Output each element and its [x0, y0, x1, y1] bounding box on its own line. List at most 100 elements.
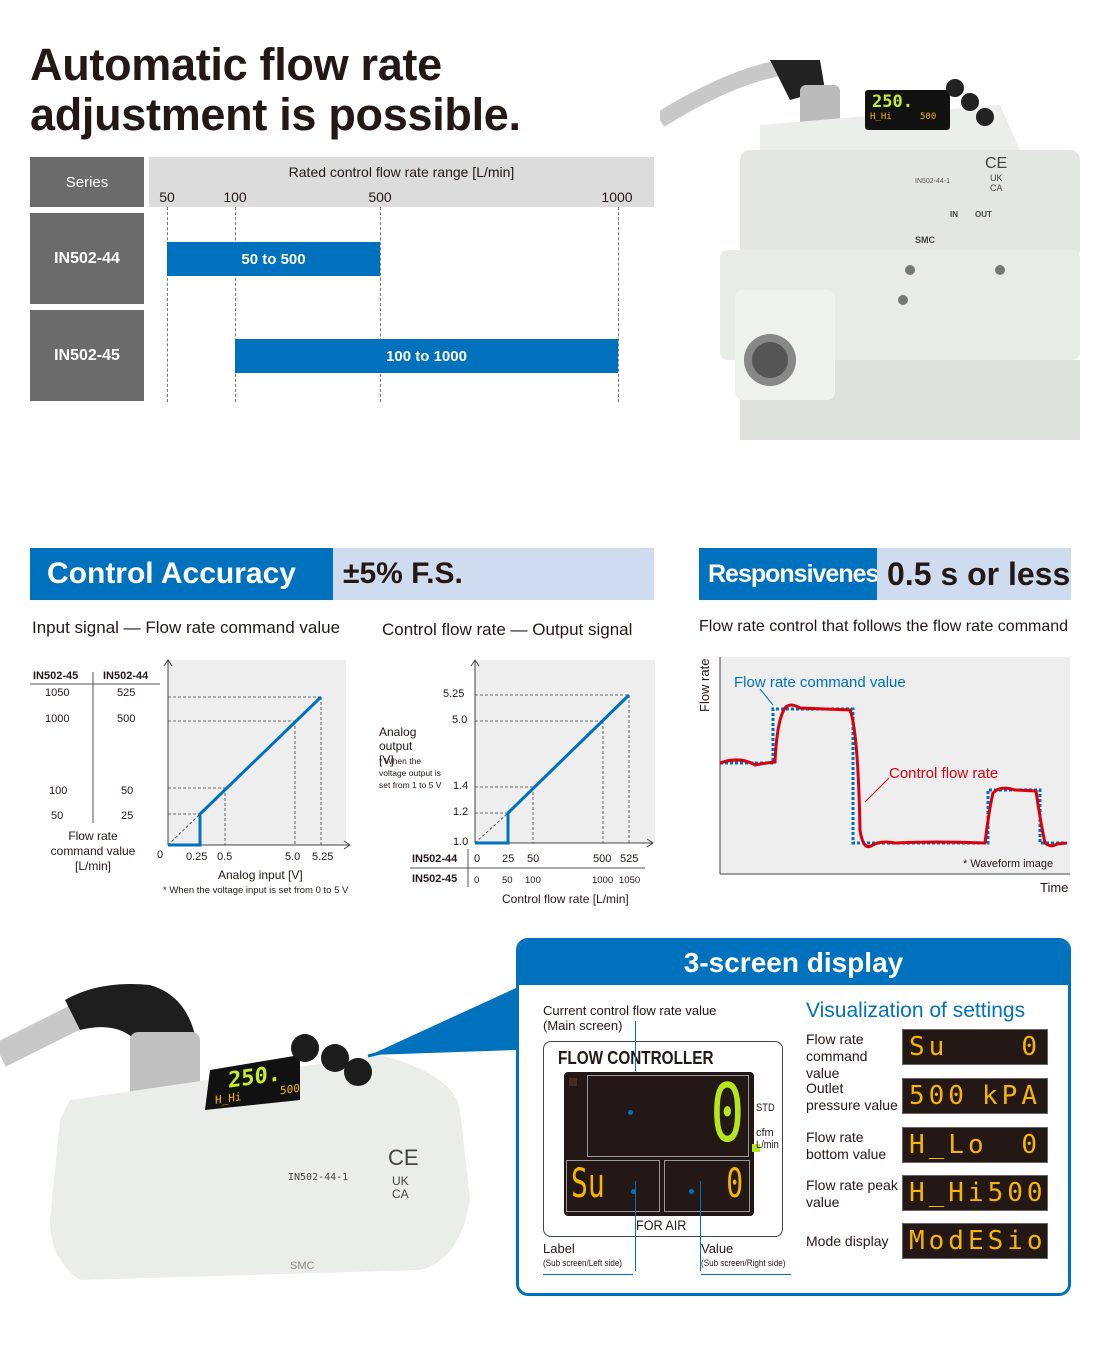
range-bar-in502-44: 50 to 500 — [167, 242, 380, 276]
x-tick: 0.5 — [217, 851, 233, 863]
y-tick: 1.0 — [453, 836, 469, 848]
x-val: 25 — [502, 853, 515, 865]
range-header: Rated control flow rate range [L/min] 50… — [149, 157, 654, 207]
value-underline — [701, 1274, 791, 1275]
series-header: Series — [30, 157, 144, 207]
x-val: 525 — [620, 853, 639, 865]
flow-controller-closeup — [0, 984, 517, 1280]
page-title: Automatic flow rate adjustment is possib… — [30, 40, 521, 140]
x-val: 0 — [474, 853, 481, 865]
device-screen: 0 Su 0 — [564, 1072, 760, 1216]
device-footer: FOR AIR — [636, 1217, 687, 1233]
top-display-sub-left: H_Hi — [870, 112, 892, 122]
accuracy-right-caption: Control flow rate — Output signal — [382, 620, 633, 639]
y-tick: 1.4 — [453, 780, 469, 792]
lcd-left: 500 — [909, 1081, 968, 1111]
title-line-1: Automatic flow rate — [30, 39, 442, 90]
series-in502-45: IN502-45 — [30, 310, 144, 401]
top-label-model: IN502-44-1 — [915, 178, 951, 185]
setting-lcd-mode: ModE Sio — [902, 1223, 1048, 1259]
range-header-label: Rated control flow rate range [L/min] — [288, 164, 515, 180]
y-axis-label: Flow rate command value [L/min] — [50, 829, 136, 873]
setting-label-bottom: Flow rate bottom value — [806, 1129, 887, 1162]
waveform-y-label: Flow rate — [697, 658, 712, 712]
x-tick: 0.25 — [186, 851, 208, 863]
setting-label-outlet: Outlet pressure value — [806, 1080, 898, 1113]
legend-command-value: Flow rate command value — [734, 674, 906, 691]
x-val: 50 — [502, 875, 513, 886]
accuracy-banner-label: Control Accuracy — [30, 548, 333, 600]
tick-50: 50 — [159, 189, 175, 205]
setting-label-command: Flow rate command value — [806, 1031, 868, 1081]
unit-std: STD — [756, 1102, 775, 1114]
x-val: 500 — [593, 853, 612, 865]
chart-input-signal-plot — [30, 659, 351, 850]
device-face: FLOW CONTROLLER 0 Su 0 STD cfm L/min FOR… — [543, 1041, 783, 1237]
main-screen: 0 — [587, 1072, 749, 1157]
y-val: 50 — [51, 810, 64, 822]
x-val: 50 — [527, 853, 540, 865]
setting-lcd-outlet: 500 kPA — [902, 1078, 1048, 1114]
main-callout-line — [635, 1021, 636, 1071]
waveform-x-label: Time — [1040, 880, 1069, 895]
ce-mark-bottom: CE — [388, 1145, 419, 1170]
x-val: 0 — [474, 875, 480, 886]
accuracy-banner-value: ±5% F.S. — [333, 548, 654, 600]
y-val: 1050 — [45, 687, 70, 699]
x-axis-label: Control flow rate [L/min] — [502, 892, 629, 906]
lcd-right: Sio — [987, 1226, 1047, 1256]
value-caption: Value — [701, 1241, 734, 1256]
main-pointer-dot — [628, 1110, 633, 1115]
chart-output-signal-plot — [410, 659, 655, 887]
responsiveness-banner-value: 0.5 s or less — [877, 548, 1071, 600]
waveform-note: * Waveform image — [963, 858, 1054, 870]
responsiveness-banner-label: Responsiveness — [699, 548, 892, 600]
x-val: 100 — [525, 875, 541, 886]
lcd-right: 500 — [987, 1178, 1047, 1208]
table-header-in502-45: IN502-45 — [33, 670, 79, 682]
lcd-left: ModE — [909, 1226, 988, 1256]
setting-lcd-peak: H_Hi 500 — [902, 1175, 1048, 1211]
y-val: 1000 — [45, 713, 70, 725]
product-image-top: 250. H_Hi 500 IN502-44-1 CE UK CA SMC IN… — [655, 57, 1080, 500]
responsiveness-caption: Flow rate control that follows the flow … — [699, 618, 1069, 635]
x-table-series: IN502-45 — [412, 873, 458, 885]
chart-note: * When the voltage input is set from 0 t… — [163, 885, 349, 896]
sub-right-value: 0 — [726, 1161, 743, 1207]
y-val: 25 — [121, 810, 134, 822]
main-screen-caption-line2: (Main screen) — [543, 1018, 623, 1033]
top-display-sub-right: 500 — [920, 112, 937, 122]
label-out: OUT — [975, 210, 992, 219]
chart-note: * When the voltage output is set from 1 … — [379, 756, 442, 790]
y-axis-label: Analog output [V] — [379, 725, 417, 767]
x-table-series: IN502-44 — [412, 853, 458, 865]
x-tick: 0 — [157, 849, 164, 861]
chart-waveform-plot — [719, 657, 1070, 875]
lcd-right: 0 — [1021, 1130, 1041, 1160]
lcd-right: 0 — [1021, 1032, 1041, 1062]
y-val: 525 — [117, 687, 136, 699]
label-caption: Label — [543, 1241, 575, 1256]
three-screen-panel: 3-screen display Current control flow ra… — [516, 938, 1071, 1296]
accuracy-left-caption: Input signal — Flow rate command value — [32, 618, 341, 637]
unit-lmin: L/min — [756, 1139, 779, 1151]
x-tick: 5.25 — [312, 851, 334, 863]
chart-input-signal: IN502-45 IN502-44 1050 525 1000 500 100 … — [25, 655, 375, 900]
settings-title: Visualization of settings — [806, 999, 1026, 1022]
lcd-left: H_Lo — [909, 1130, 988, 1160]
value-callout-line — [700, 1181, 701, 1271]
y-tick: 1.2 — [453, 806, 469, 818]
x-val: 1050 — [619, 875, 641, 886]
range-bar-in502-45: 100 to 1000 — [235, 339, 618, 373]
label-callout-line — [635, 1181, 636, 1271]
lcd-right: kPA — [982, 1081, 1041, 1111]
x-val: 1000 — [592, 875, 614, 886]
top-display-main: 250. — [872, 92, 913, 112]
chart-output-signal: 5.25 5.0 1.4 1.2 1.0 Analog output [V] *… — [375, 655, 665, 915]
smc-logo: SMC — [915, 235, 935, 245]
sub-left-value: Su — [571, 1161, 605, 1207]
x-tick: 5.0 — [285, 851, 301, 863]
title-line-2: adjustment is possible. — [30, 89, 521, 140]
unit-cfm: cfm — [756, 1127, 774, 1139]
main-screen-caption: Current control flow rate value (Main sc… — [543, 1003, 716, 1033]
